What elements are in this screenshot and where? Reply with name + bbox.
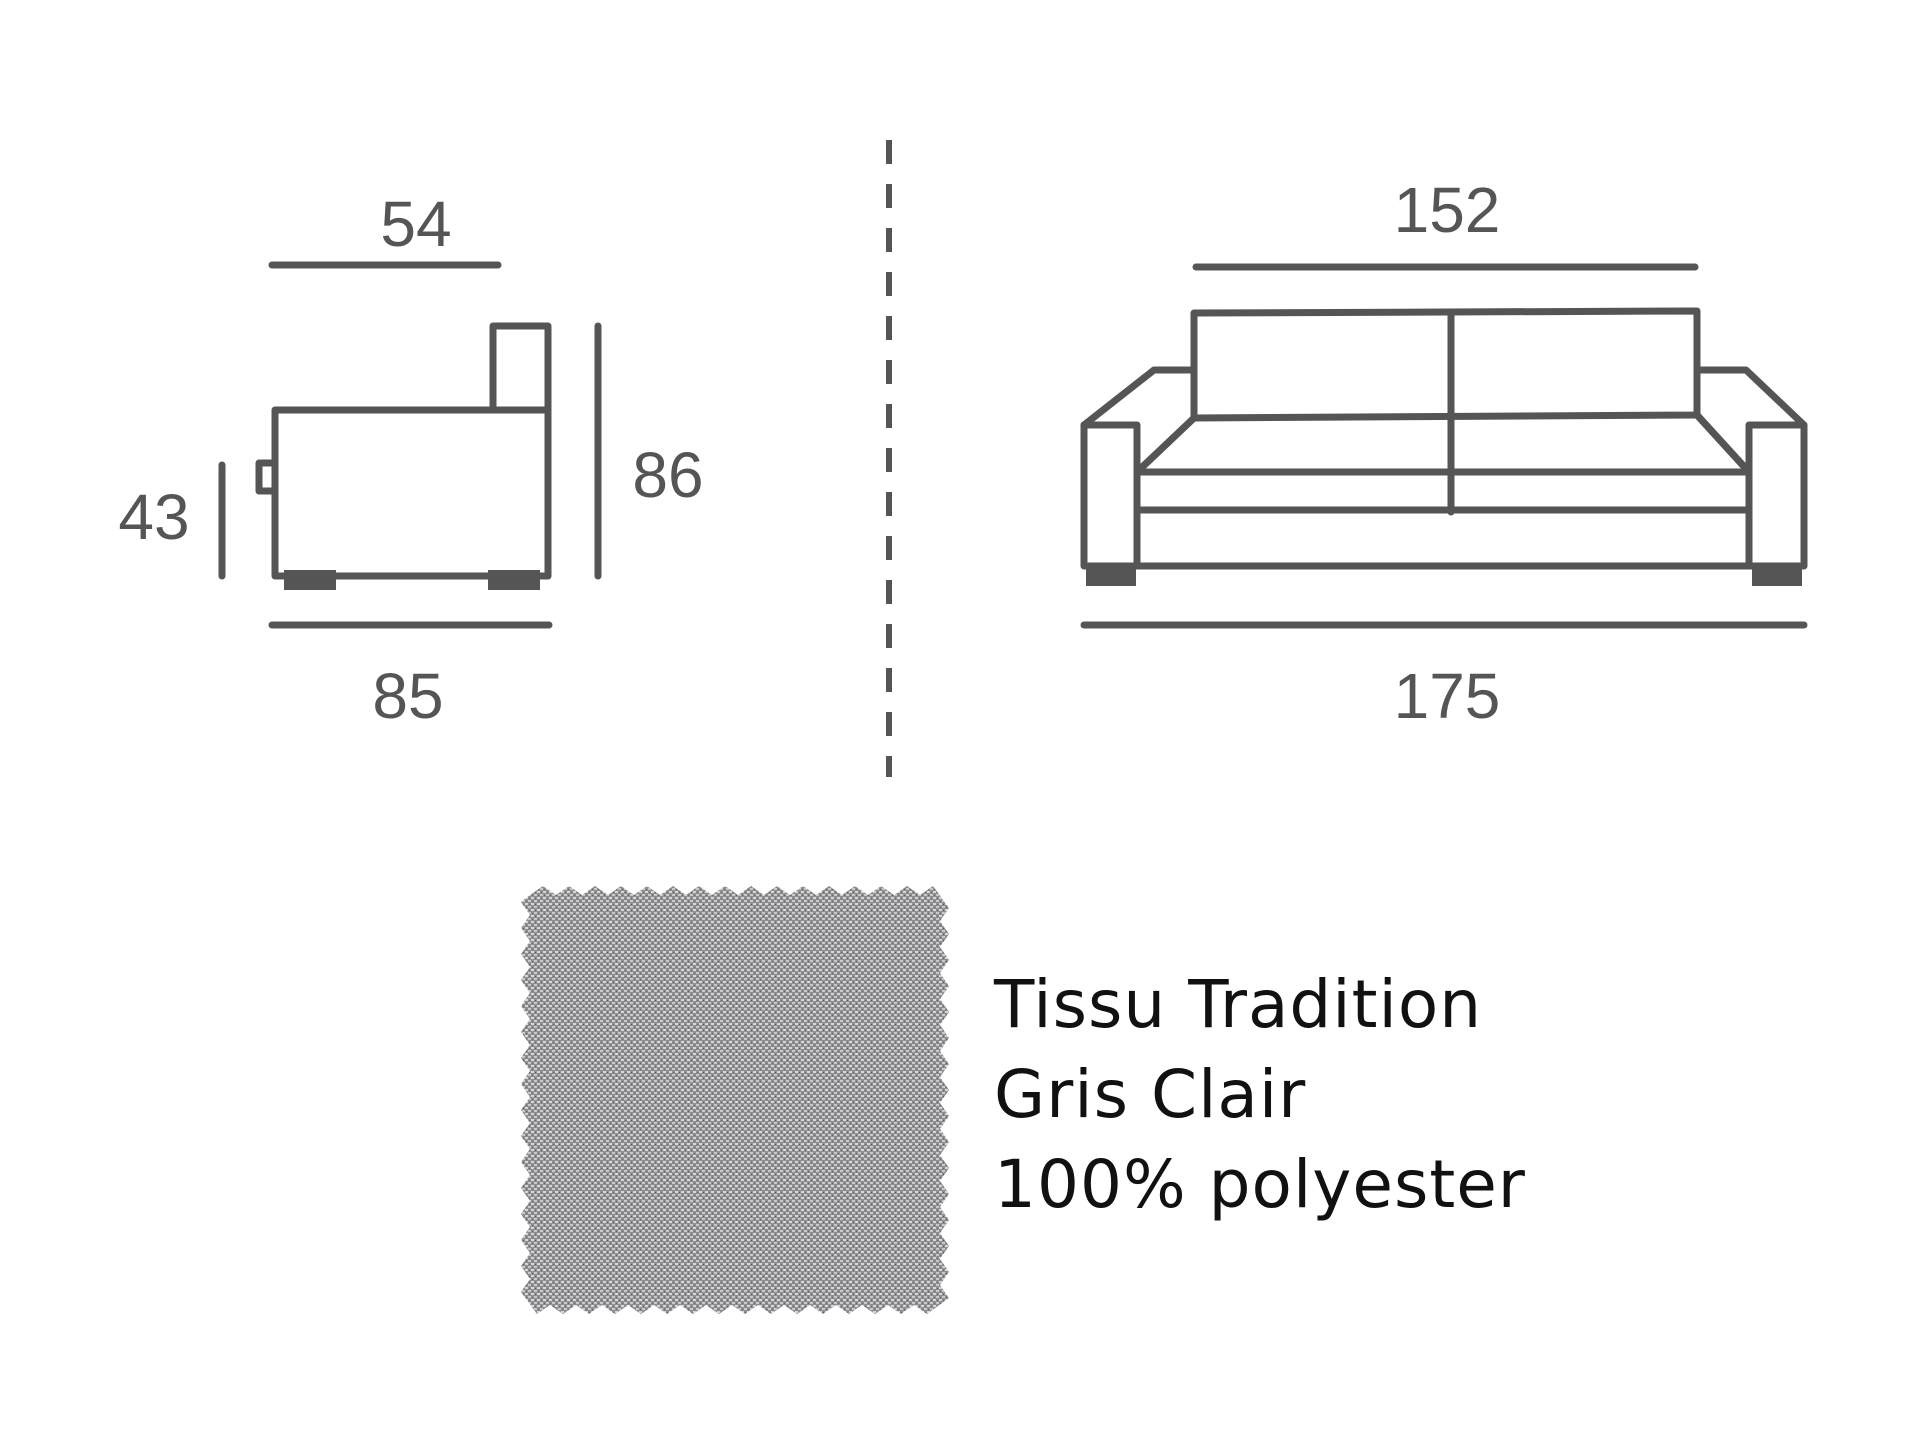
side-view: 54 43 86 85: [118, 188, 703, 732]
seat-height-label: 43: [118, 481, 189, 553]
fabric-info: Tissu Tradition Gris Clair 100% polyeste…: [993, 966, 1526, 1223]
side-view-drawing: [255, 322, 552, 590]
fabric-composition: 100% polyester: [994, 1146, 1526, 1223]
fabric-name: Tissu Tradition: [993, 966, 1482, 1043]
depth-label: 85: [372, 660, 443, 732]
fabric-swatch: [521, 886, 949, 1314]
fabric-color: Gris Clair: [994, 1056, 1306, 1133]
front-view-drawing: [1080, 307, 1808, 586]
total-width-label: 175: [1394, 660, 1501, 732]
inner-width-label: 152: [1394, 174, 1501, 246]
front-view: 152 175: [1080, 174, 1808, 732]
top-width-label: 54: [380, 188, 451, 260]
total-height-label: 86: [632, 439, 703, 511]
